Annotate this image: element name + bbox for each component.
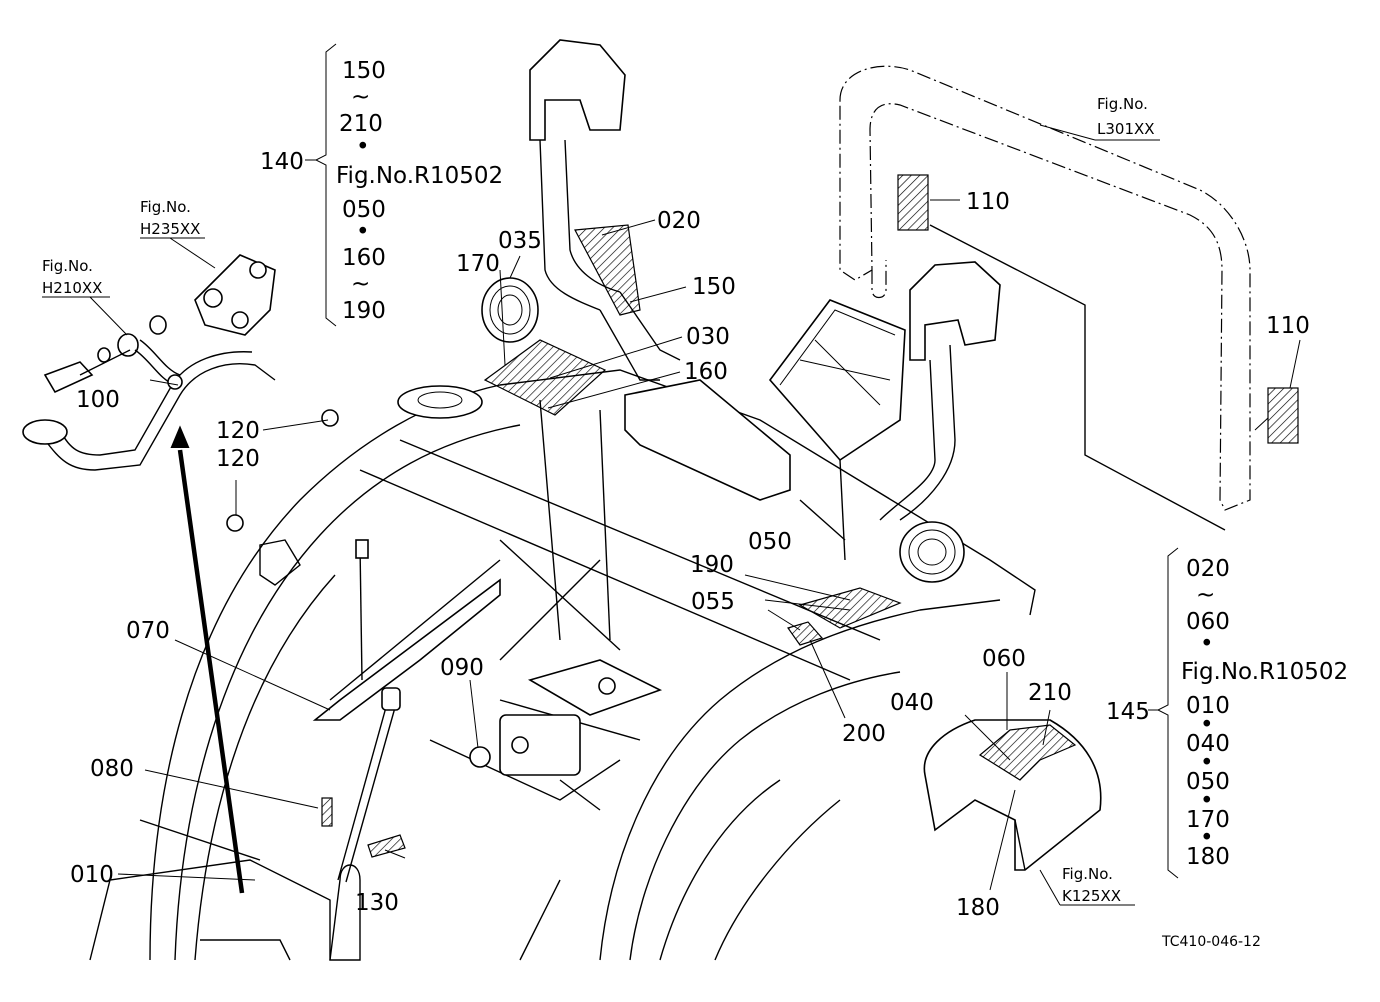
fig-ref-l301-code: L301XX bbox=[1097, 120, 1155, 138]
decal-030-160 bbox=[483, 339, 607, 416]
kit-140-line: • bbox=[356, 219, 370, 245]
kit-140-line: 210 bbox=[339, 111, 383, 137]
figure-references: Fig.No. H235XX Fig.No. H210XX Fig.No. L3… bbox=[42, 95, 1155, 905]
kit-145-line: • bbox=[1200, 825, 1214, 851]
decal-110-a bbox=[897, 174, 929, 231]
decal-060-210 bbox=[978, 724, 1077, 781]
kit-145-line: • bbox=[1200, 712, 1214, 738]
callout-055: 055 bbox=[691, 589, 735, 615]
callout-200: 200 bbox=[842, 721, 886, 747]
kit-140-number: 140 bbox=[260, 149, 304, 175]
fig-ref-h210-code: H210XX bbox=[42, 279, 102, 297]
callout-100: 100 bbox=[76, 387, 120, 413]
callout-050: 050 bbox=[748, 529, 792, 555]
fig-ref-l301-prefix: Fig.No. bbox=[1097, 95, 1148, 113]
kit-145-line: 050 bbox=[1186, 769, 1230, 795]
kit-145-number: 145 bbox=[1106, 699, 1150, 725]
kit-145-line: 060 bbox=[1186, 609, 1230, 635]
kit-140-line: ~ bbox=[351, 271, 370, 297]
fig-ref-k125-code: K125XX bbox=[1062, 887, 1121, 905]
kit-145-line: ~ bbox=[1196, 582, 1215, 608]
kit-145-line: 010 bbox=[1186, 693, 1230, 719]
kit-brackets bbox=[305, 43, 1179, 879]
callout-090: 090 bbox=[440, 655, 484, 681]
decal-080 bbox=[321, 797, 333, 827]
kit-140-line: • bbox=[356, 134, 370, 160]
kit-140-list: 140 150 ~ 210 • Fig.No.R10502 050 • 160 … bbox=[260, 58, 503, 324]
fig-ref-h235-code: H235XX bbox=[140, 220, 200, 238]
callout-120-b: 120 bbox=[216, 446, 260, 472]
callouts: 010 020 030 035 040 050 055 060 070 080 … bbox=[70, 189, 1310, 921]
kit-145-line: • bbox=[1200, 788, 1214, 814]
callout-040: 040 bbox=[890, 690, 934, 716]
callout-110-a: 110 bbox=[966, 189, 1010, 215]
decal-110-b bbox=[1267, 387, 1299, 444]
callout-020: 020 bbox=[657, 208, 701, 234]
fig-ref-h235-prefix: Fig.No. bbox=[140, 198, 191, 216]
kit-140-line: ~ bbox=[351, 84, 370, 110]
decal-020 bbox=[574, 224, 641, 316]
fig-ref-h210-prefix: Fig.No. bbox=[42, 257, 93, 275]
leader-lines bbox=[42, 124, 1301, 906]
kit-145-line: Fig.No.R10502 bbox=[1181, 659, 1348, 685]
kit-140-line: 150 bbox=[342, 58, 386, 84]
callout-035: 035 bbox=[498, 228, 542, 254]
kit-145-line: • bbox=[1200, 631, 1214, 657]
kit-140-line: 050 bbox=[342, 197, 386, 223]
kit-140-line: 160 bbox=[342, 245, 386, 271]
kit-140-line: Fig.No.R10502 bbox=[336, 163, 503, 189]
kit-140-line: 190 bbox=[342, 298, 386, 324]
callout-080: 080 bbox=[90, 756, 134, 782]
kit-145-line: 040 bbox=[1186, 731, 1230, 757]
tractor-body-lineart bbox=[22, 39, 1299, 961]
callout-210: 210 bbox=[1028, 680, 1072, 706]
callout-180: 180 bbox=[956, 895, 1000, 921]
decal-130 bbox=[367, 834, 406, 858]
fig-ref-k125-prefix: Fig.No. bbox=[1062, 865, 1113, 883]
callout-150: 150 bbox=[692, 274, 736, 300]
callout-110-b: 110 bbox=[1266, 313, 1310, 339]
kit-145-line: • bbox=[1200, 750, 1214, 776]
decal-190 bbox=[798, 587, 902, 629]
kit-145-line: 170 bbox=[1186, 807, 1230, 833]
kit-145-list: 145 020 ~ 060 • Fig.No.R10502 010 • 040 … bbox=[1106, 556, 1348, 870]
callout-070: 070 bbox=[126, 618, 170, 644]
callout-030: 030 bbox=[686, 324, 730, 350]
callout-060: 060 bbox=[982, 646, 1026, 672]
callout-120-a: 120 bbox=[216, 418, 260, 444]
kit-145-line: 180 bbox=[1186, 844, 1230, 870]
callout-170: 170 bbox=[456, 251, 500, 277]
kit-145-line: 020 bbox=[1186, 556, 1230, 582]
callout-130: 130 bbox=[355, 890, 399, 916]
callout-010: 010 bbox=[70, 862, 114, 888]
drawing-code: TC410-046-12 bbox=[1161, 934, 1261, 950]
callout-190: 190 bbox=[690, 552, 734, 578]
callout-160: 160 bbox=[684, 359, 728, 385]
